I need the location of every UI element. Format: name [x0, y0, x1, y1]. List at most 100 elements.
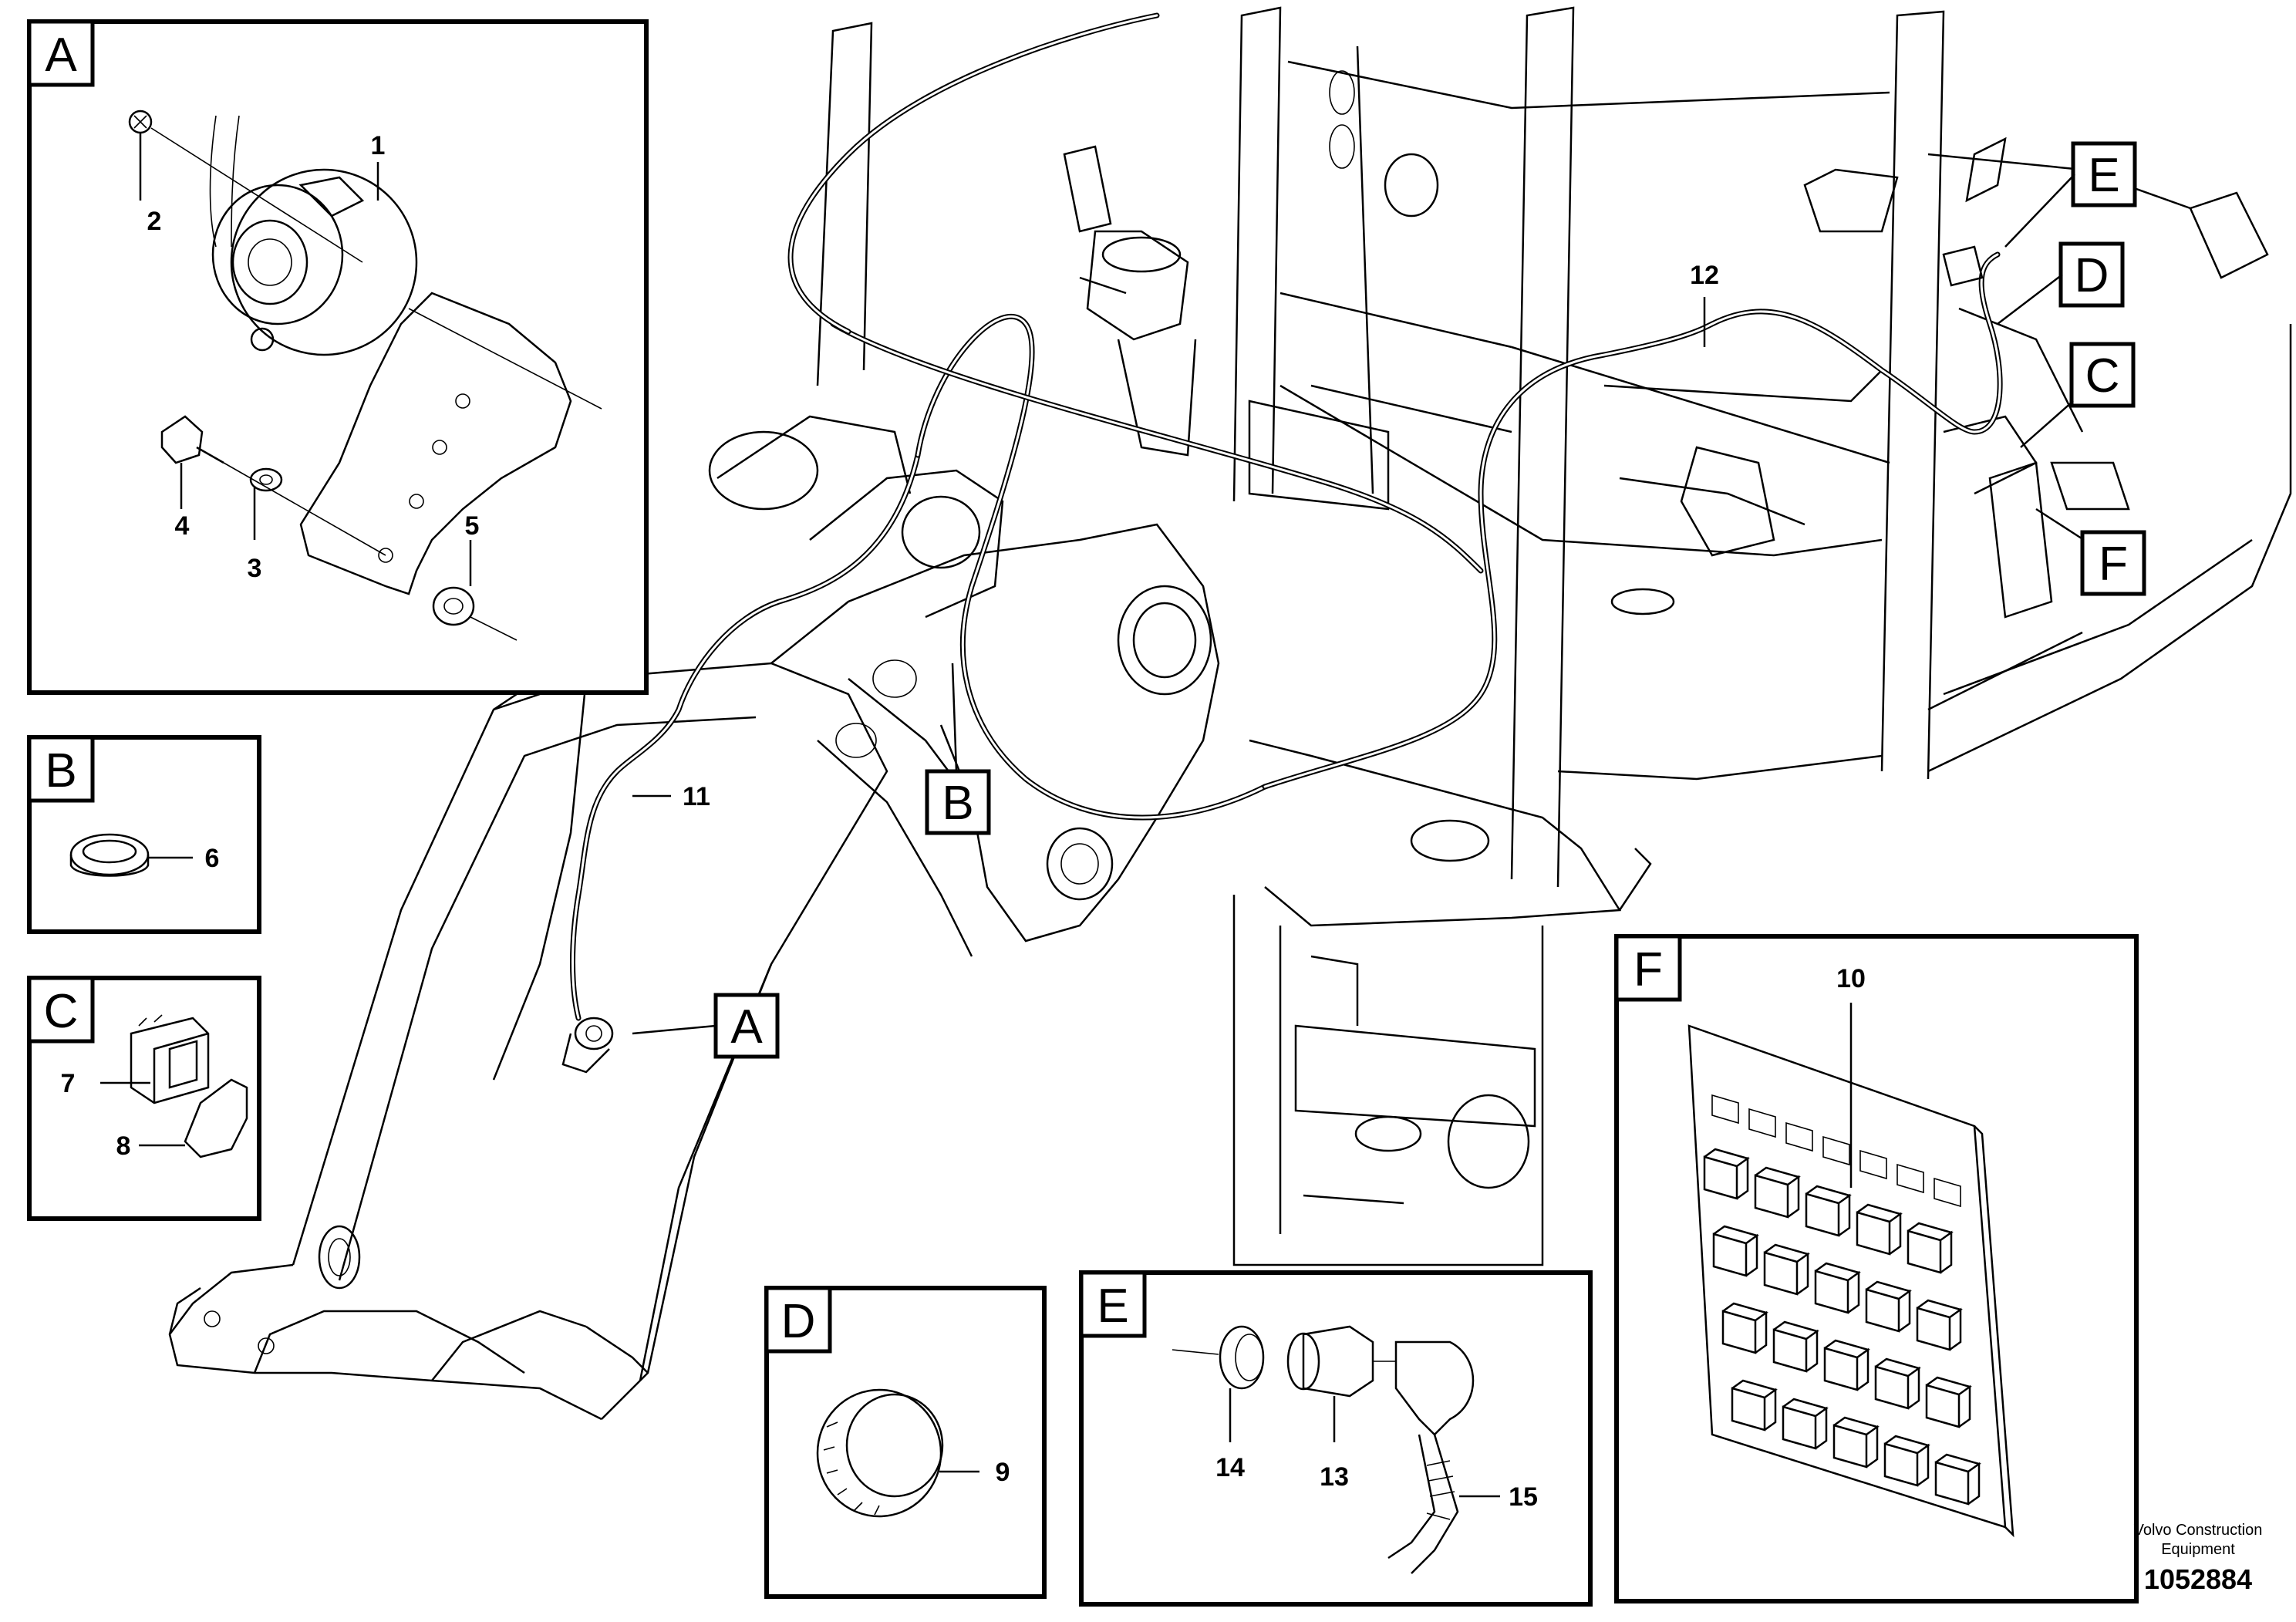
pcb-connector: [1859, 1149, 1887, 1180]
relay: [1907, 1222, 1954, 1274]
detail-box-e: E 14 13 15: [1079, 1270, 1593, 1607]
relay: [1712, 1225, 1759, 1277]
relay-grid: [1703, 1094, 1981, 1506]
detail-box-c-label: C: [44, 985, 79, 1038]
relay: [1814, 1262, 1861, 1314]
credit-block: Volvo Construction Equipment 1052884: [2134, 1522, 2263, 1595]
credit-line-2: Equipment: [2161, 1541, 2235, 1558]
connector-e-location: [1942, 137, 2053, 619]
part-number-3: 3: [248, 554, 262, 583]
washer-part-3: [249, 467, 283, 492]
relay: [1703, 1148, 1750, 1200]
relay: [1832, 1416, 1880, 1469]
part-number-4: 4: [175, 511, 190, 541]
relay: [1823, 1339, 1870, 1391]
socket-part-1: [209, 115, 418, 356]
relay: [1934, 1453, 1981, 1506]
pcb-connector: [1711, 1094, 1739, 1125]
detail-box-d-tag: [764, 1286, 832, 1354]
svg-text:C: C: [2085, 349, 2120, 403]
detail-box-e-label: E: [1097, 1280, 1128, 1333]
nut-part-5: [432, 586, 518, 641]
relay: [1763, 1243, 1810, 1296]
callout-tag-a: A: [632, 993, 780, 1059]
part-number-9: 9: [996, 1458, 1010, 1487]
part-number-8: 8: [116, 1131, 131, 1161]
detail-box-a: A: [27, 19, 649, 695]
callout-part-12: 12: [1690, 261, 1719, 347]
pcb-connector: [1896, 1163, 1924, 1194]
part-number-14: 14: [1215, 1453, 1245, 1482]
relay: [1916, 1299, 1963, 1351]
mounting-plate: [299, 292, 602, 595]
detail-box-c-tag: [27, 976, 95, 1044]
pcb-connector: [1785, 1121, 1813, 1152]
relay: [1856, 1203, 1903, 1256]
callout-tag-c: C: [2020, 342, 2136, 448]
part-number-7: 7: [61, 1069, 76, 1098]
detail-box-f-tag: [1614, 934, 1682, 1002]
svg-text:F: F: [2099, 538, 2128, 591]
detail-box-a-tag: [27, 19, 95, 87]
part-number-2: 2: [147, 207, 162, 236]
pcb-connector: [1934, 1177, 1961, 1208]
locking-ring-part-14: [1172, 1325, 1265, 1390]
relay: [1805, 1185, 1852, 1237]
pcb-connector: [1748, 1108, 1776, 1138]
lower-frame: [1232, 895, 1544, 1266]
part-number-5: 5: [465, 511, 480, 541]
relay: [1883, 1435, 1930, 1487]
relay-board-part-10: [1687, 1024, 2014, 1538]
part-number-13: 13: [1320, 1462, 1349, 1492]
credit-line-1: Volvo Construction: [2134, 1522, 2263, 1539]
connector-a-location: [561, 1017, 614, 1074]
angled-plug-part-15: [1387, 1340, 1475, 1574]
grommet-part-6: [69, 833, 150, 877]
detail-box-b-label: B: [45, 744, 76, 798]
part-number-6: 6: [205, 844, 220, 873]
detail-box-a-label: A: [45, 29, 77, 82]
svg-text:B: B: [942, 777, 973, 830]
part-number-15: 15: [1509, 1482, 1538, 1512]
part-number-1: 1: [371, 131, 386, 160]
detail-box-c: C 7 8: [27, 976, 261, 1221]
wire-harness-12: [787, 12, 2003, 790]
callout-part-11: 11: [632, 782, 710, 811]
steering-column: [1063, 145, 1197, 457]
part-number-12: 12: [1690, 261, 1719, 290]
detail-box-f-label: F: [1633, 943, 1663, 996]
pcb-connector: [1822, 1135, 1850, 1166]
callout-tag-e: E: [2004, 141, 2137, 248]
relay: [1731, 1379, 1778, 1431]
rocker-switch-part-7: [130, 1014, 210, 1104]
svg-text:E: E: [2088, 149, 2119, 202]
relay: [1874, 1357, 1921, 1410]
main-assembly-drawing: [168, 6, 2292, 1421]
detail-box-d-label: D: [781, 1295, 816, 1348]
drawing-number: 1052884: [2144, 1563, 2252, 1595]
pivot-arm: [708, 415, 1220, 957]
wire-harness-11: [570, 313, 1268, 1021]
part-number-10: 10: [1836, 964, 1866, 993]
callout-tag-d: D: [1997, 241, 2125, 325]
relay: [1772, 1320, 1819, 1373]
svg-text:A: A: [730, 1000, 763, 1054]
callout-tag-f: F: [2035, 508, 2146, 596]
detail-box-e-tag: [1079, 1270, 1147, 1338]
retaining-ring-part-9: [816, 1388, 944, 1518]
part-number-11: 11: [683, 782, 710, 811]
connector-body-part-13: [1286, 1325, 1396, 1398]
cab-frame: [816, 6, 1945, 927]
callout-tag-b: B: [925, 663, 991, 835]
detail-box-d: D 9: [764, 1286, 1047, 1599]
relay: [1865, 1280, 1912, 1333]
relay: [1754, 1166, 1801, 1219]
svg-text:D: D: [2075, 249, 2109, 302]
relay: [1721, 1302, 1768, 1354]
detail-box-b-tag: [27, 735, 95, 803]
detail-box-b: B 6: [27, 735, 261, 934]
relay: [1925, 1376, 1972, 1428]
rocker-cap-part-8: [184, 1078, 248, 1158]
detail-box-f: F 10: [1614, 934, 2139, 1603]
